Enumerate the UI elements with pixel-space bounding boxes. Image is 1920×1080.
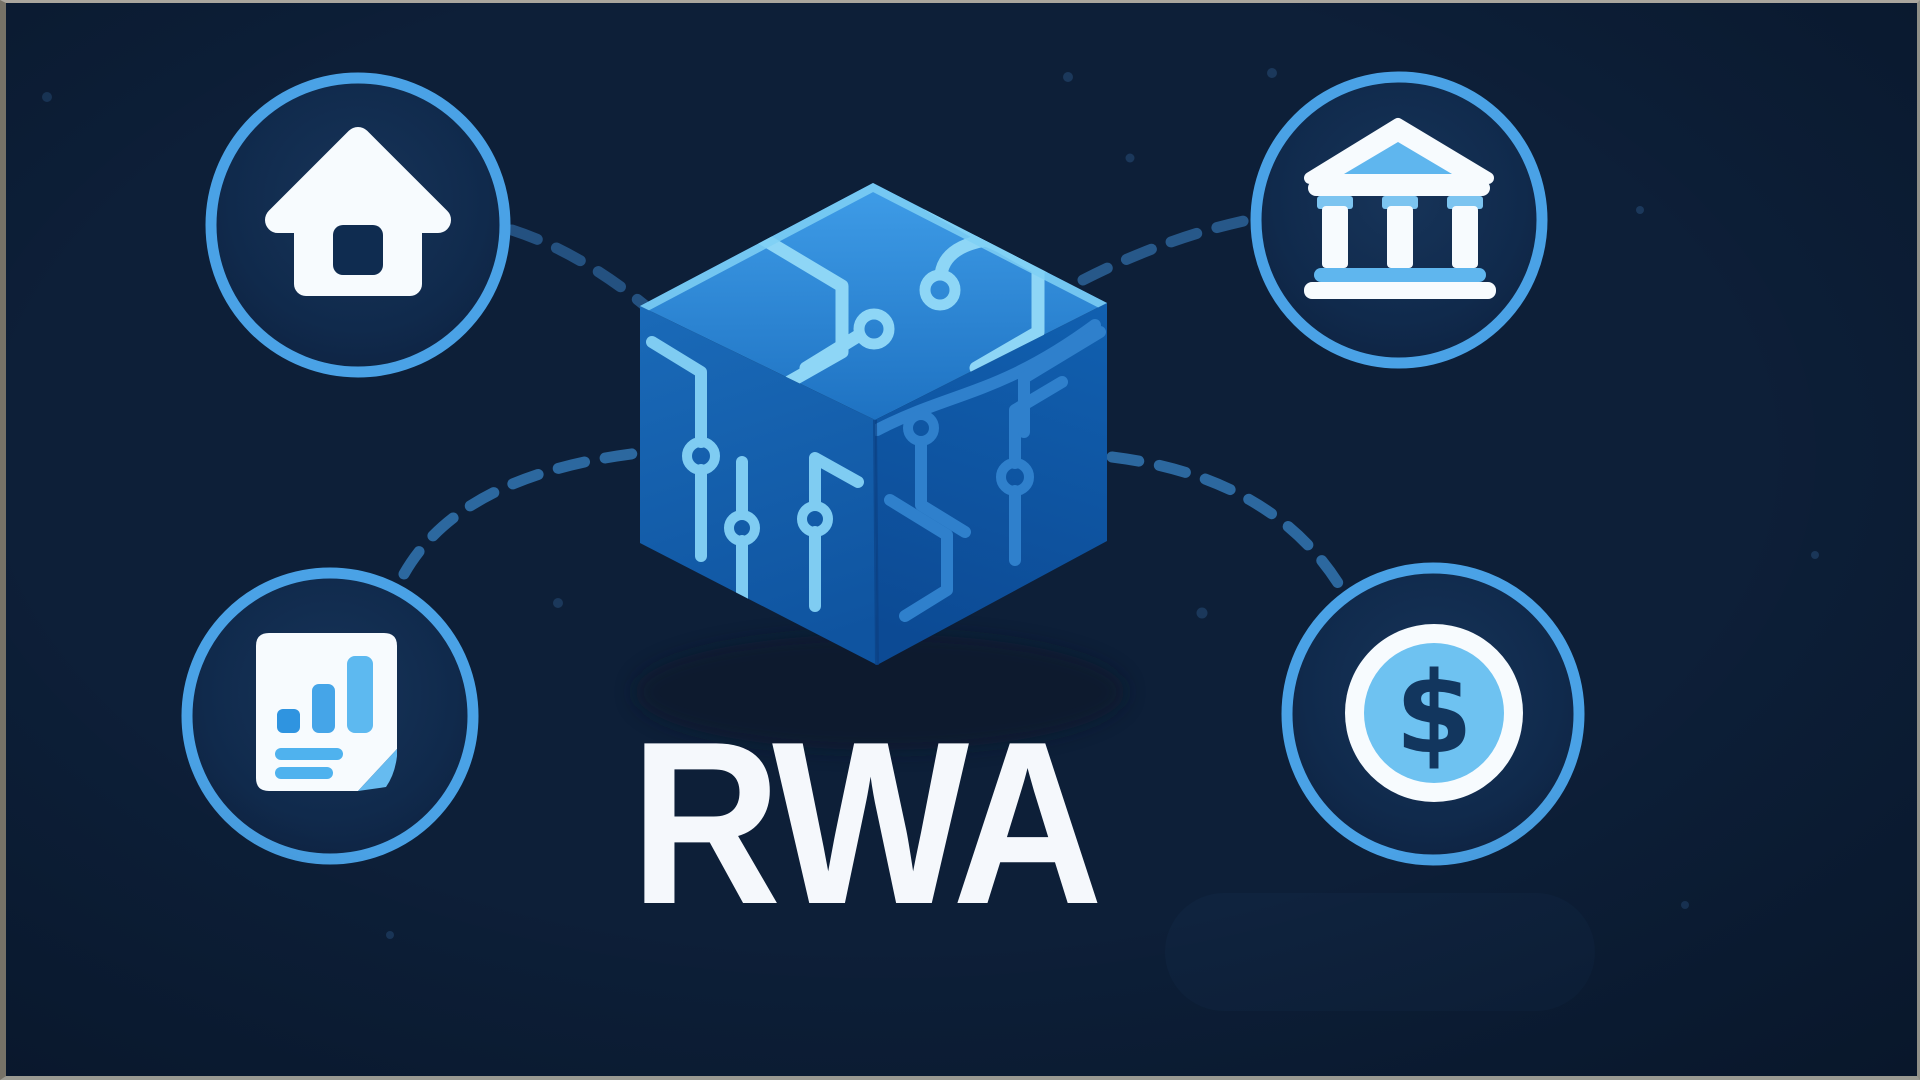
page-title: RWA bbox=[630, 694, 1103, 953]
